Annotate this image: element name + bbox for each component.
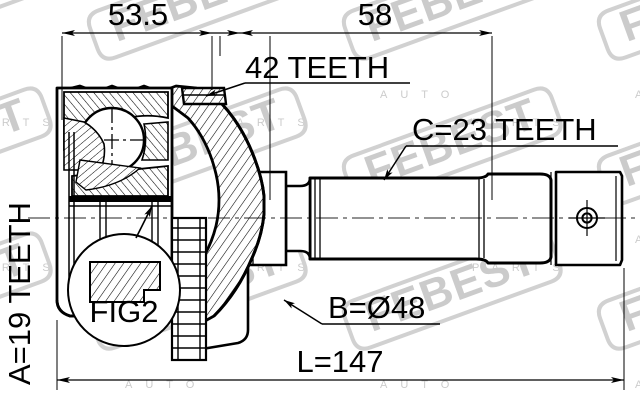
fig2-detail-bubble: FIG2 — [67, 205, 181, 347]
dim-58-label: 58 — [358, 0, 392, 32]
overall-length-label: L=147 — [296, 344, 383, 379]
fig2-label: FIG2 — [90, 294, 159, 329]
shaft-spline-label: C=23 TEETH — [412, 112, 597, 147]
inner-spline-label: A=19 TEETH — [2, 202, 37, 385]
cage-right-hatch — [140, 121, 169, 161]
dim-53-5-label: 53.5 — [108, 0, 168, 32]
outer-diameter-label: B=Ø48 — [328, 290, 425, 325]
snap-ring-detail-block — [180, 86, 228, 106]
cage-lower-hatch-2 — [75, 159, 142, 191]
abs-teeth-label: 42 TEETH — [245, 50, 389, 85]
dimension-annotations: 53.5 58 42 TEETH C=23 TEETH B=Ø48 A=19 T… — [2, 0, 625, 390]
inner-spline-band — [69, 196, 172, 202]
